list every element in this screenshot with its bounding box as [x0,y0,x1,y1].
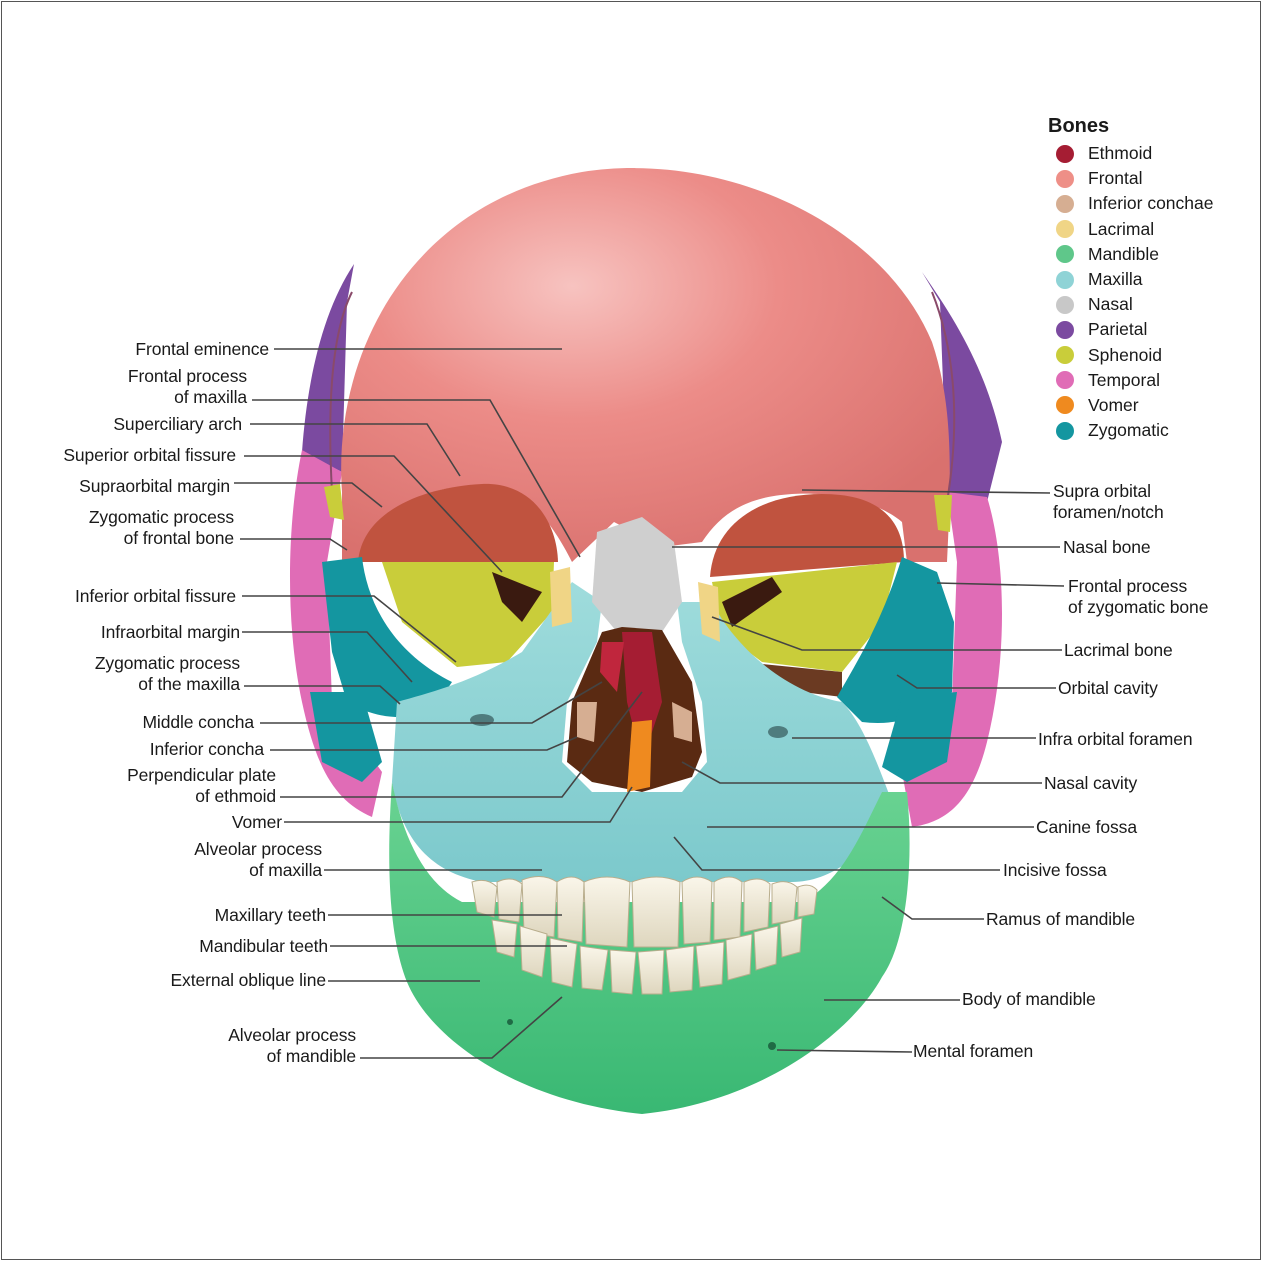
legend-item-sphenoid: Sphenoid [1048,343,1214,368]
label-nasal-cavity: Nasal cavity [1044,773,1137,794]
infraorbital-foramen-right [768,726,788,738]
legend-label: Frontal [1088,168,1142,189]
label-zygomatic-process-maxilla: Zygomatic process of the maxilla [95,653,240,695]
legend-label: Ethmoid [1088,143,1152,164]
inferior-concha-left [577,702,597,742]
legend-swatch [1056,195,1074,213]
legend-label: Vomer [1088,395,1139,416]
legend-swatch [1056,245,1074,263]
label-lacrimal-bone: Lacrimal bone [1064,640,1173,661]
legend-label: Parietal [1088,319,1147,340]
label-nasal-bone: Nasal bone [1063,537,1151,558]
label-supra-orbital-foramen: Supra orbital foramen/notch [1053,481,1164,523]
label-alveolar-process-maxilla: Alveolar process of maxilla [194,839,322,881]
lacrimal-left [550,567,572,627]
legend-item-vomer: Vomer [1048,393,1214,418]
legend-item-zygomatic: Zygomatic [1048,418,1214,443]
label-canine-fossa: Canine fossa [1036,817,1137,838]
legend-label: Nasal [1088,294,1133,315]
label-alveolar-process-mandible: Alveolar process of mandible [228,1025,356,1067]
legend-swatch [1056,371,1074,389]
legend-label: Temporal [1088,370,1160,391]
legend-swatch [1056,396,1074,414]
legend-swatch [1056,271,1074,289]
legend-item-ethmoid: Ethmoid [1048,141,1214,166]
label-supraorbital-margin: Supraorbital margin [79,476,230,497]
label-zygomatic-process-frontal: Zygomatic process of frontal bone [89,507,234,549]
legend-swatch [1056,220,1074,238]
label-superior-orbital-fissure: Superior orbital fissure [63,445,236,466]
legend-item-inferior-conchae: Inferior conchae [1048,191,1214,216]
legend-swatch [1056,145,1074,163]
legend-swatch [1056,422,1074,440]
legend-item-mandible: Mandible [1048,242,1214,267]
label-inferior-concha: Inferior concha [150,739,264,760]
label-middle-concha: Middle concha [142,712,254,733]
label-frontal-process-zygomatic: Frontal process of zygomatic bone [1068,576,1208,618]
label-superciliary-arch: Superciliary arch [113,414,242,435]
infraorbital-foramen-left [470,714,494,726]
label-external-oblique-line: External oblique line [170,970,326,991]
label-inferior-orbital-fissure: Inferior orbital fissure [75,586,236,607]
label-mandibular-teeth: Mandibular teeth [199,936,328,957]
legend-swatch [1056,346,1074,364]
label-incisive-fossa: Incisive fossa [1003,860,1107,881]
legend-item-parietal: Parietal [1048,317,1214,342]
legend-item-frontal: Frontal [1048,166,1214,191]
label-vomer: Vomer [232,812,282,833]
legend-label: Lacrimal [1088,219,1154,240]
legend-item-nasal: Nasal [1048,292,1214,317]
legend-swatch [1056,321,1074,339]
label-frontal-eminence: Frontal eminence [135,339,269,360]
legend-item-maxilla: Maxilla [1048,267,1214,292]
mental-foramen [768,1042,776,1050]
label-body-of-mandible: Body of mandible [962,989,1096,1010]
legend-item-temporal: Temporal [1048,368,1214,393]
label-perpendicular-plate: Perpendicular plate of ethmoid [127,765,276,807]
label-orbital-cavity: Orbital cavity [1058,678,1158,699]
label-frontal-process-of-maxilla: Frontal process of maxilla [128,366,247,408]
mental-foramen-left [507,1019,513,1025]
label-ramus-of-mandible: Ramus of mandible [986,909,1135,930]
label-infraorbital-margin: Infraorbital margin [101,622,240,643]
legend-label: Zygomatic [1088,420,1169,441]
legend-swatch [1056,170,1074,188]
legend-swatch [1056,296,1074,314]
legend-title: Bones [1048,115,1214,138]
legend-label: Sphenoid [1088,345,1162,366]
legend-item-lacrimal: Lacrimal [1048,217,1214,242]
legend-label: Mandible [1088,244,1159,265]
label-maxillary-teeth: Maxillary teeth [215,905,326,926]
legend-label: Maxilla [1088,269,1142,290]
label-mental-foramen: Mental foramen [913,1041,1033,1062]
legend-label: Inferior conchae [1088,193,1214,214]
label-infra-orbital-foramen: Infra orbital foramen [1038,729,1193,750]
